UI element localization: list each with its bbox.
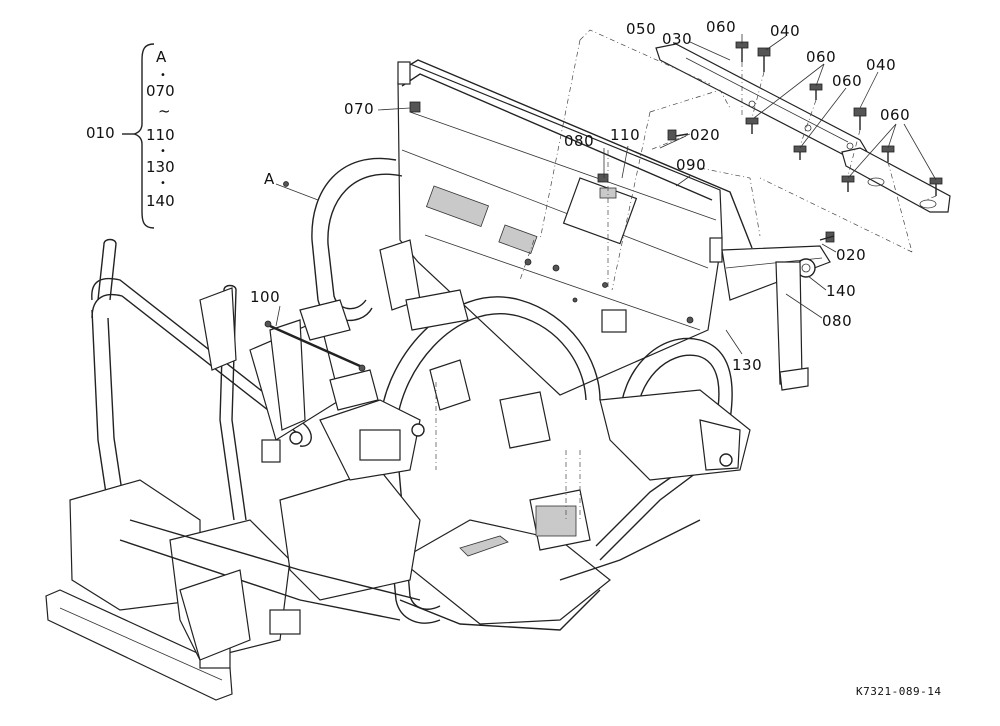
callout-040: 040 <box>866 56 897 74</box>
callout-060: 060 <box>880 106 911 124</box>
part-100-rod <box>264 320 366 372</box>
explode-lines <box>539 29 937 291</box>
legend-dot: • <box>160 178 166 189</box>
legend-dot: • <box>160 70 166 81</box>
legend-group-number: 010 <box>86 124 115 142</box>
callout-060: 060 <box>706 18 737 36</box>
inner-brackets <box>179 239 591 661</box>
callout-070: 070 <box>344 100 375 118</box>
callout-080: 080 <box>564 132 595 150</box>
callout-020: 020 <box>690 126 721 144</box>
callout-050: 050 <box>626 20 657 38</box>
callout-080: 080 <box>822 312 853 330</box>
callout-110: 110 <box>610 126 641 144</box>
rops-left-hoop <box>311 157 403 322</box>
callout-040: 040 <box>770 22 801 40</box>
right-cross-member <box>721 245 831 391</box>
legend-item-110: 110 <box>146 126 175 144</box>
leader-lines <box>275 34 937 355</box>
callout-130: 130 <box>732 356 763 374</box>
legend-range-tilde: ~ <box>158 102 171 120</box>
callout-030: 030 <box>662 30 693 48</box>
hidden-lines <box>435 150 609 520</box>
callout-060: 060 <box>806 48 837 66</box>
rops-top-rail <box>397 59 753 263</box>
legend: 010 A • 070 ~ 110 • 130 • 140 <box>86 40 198 230</box>
callout-060: 060 <box>832 72 863 90</box>
callout-140: 140 <box>826 282 857 300</box>
legend-dot: • <box>160 146 166 157</box>
lower-chassis <box>45 389 751 701</box>
roof-bracket-right <box>841 147 951 213</box>
callout-a: A <box>264 170 275 188</box>
bolts <box>409 41 943 243</box>
legend-bracket <box>122 43 155 229</box>
legend-item-a: A <box>156 48 167 66</box>
callout-090: 090 <box>676 156 707 174</box>
callout-100: 100 <box>250 288 281 306</box>
legend-item-070: 070 <box>146 82 175 100</box>
rear-panel <box>397 63 723 396</box>
callout-020: 020 <box>836 246 867 264</box>
figure-code: K7321-089-14 <box>856 685 942 698</box>
legend-item-130: 130 <box>146 158 175 176</box>
legend-item-140: 140 <box>146 192 175 210</box>
